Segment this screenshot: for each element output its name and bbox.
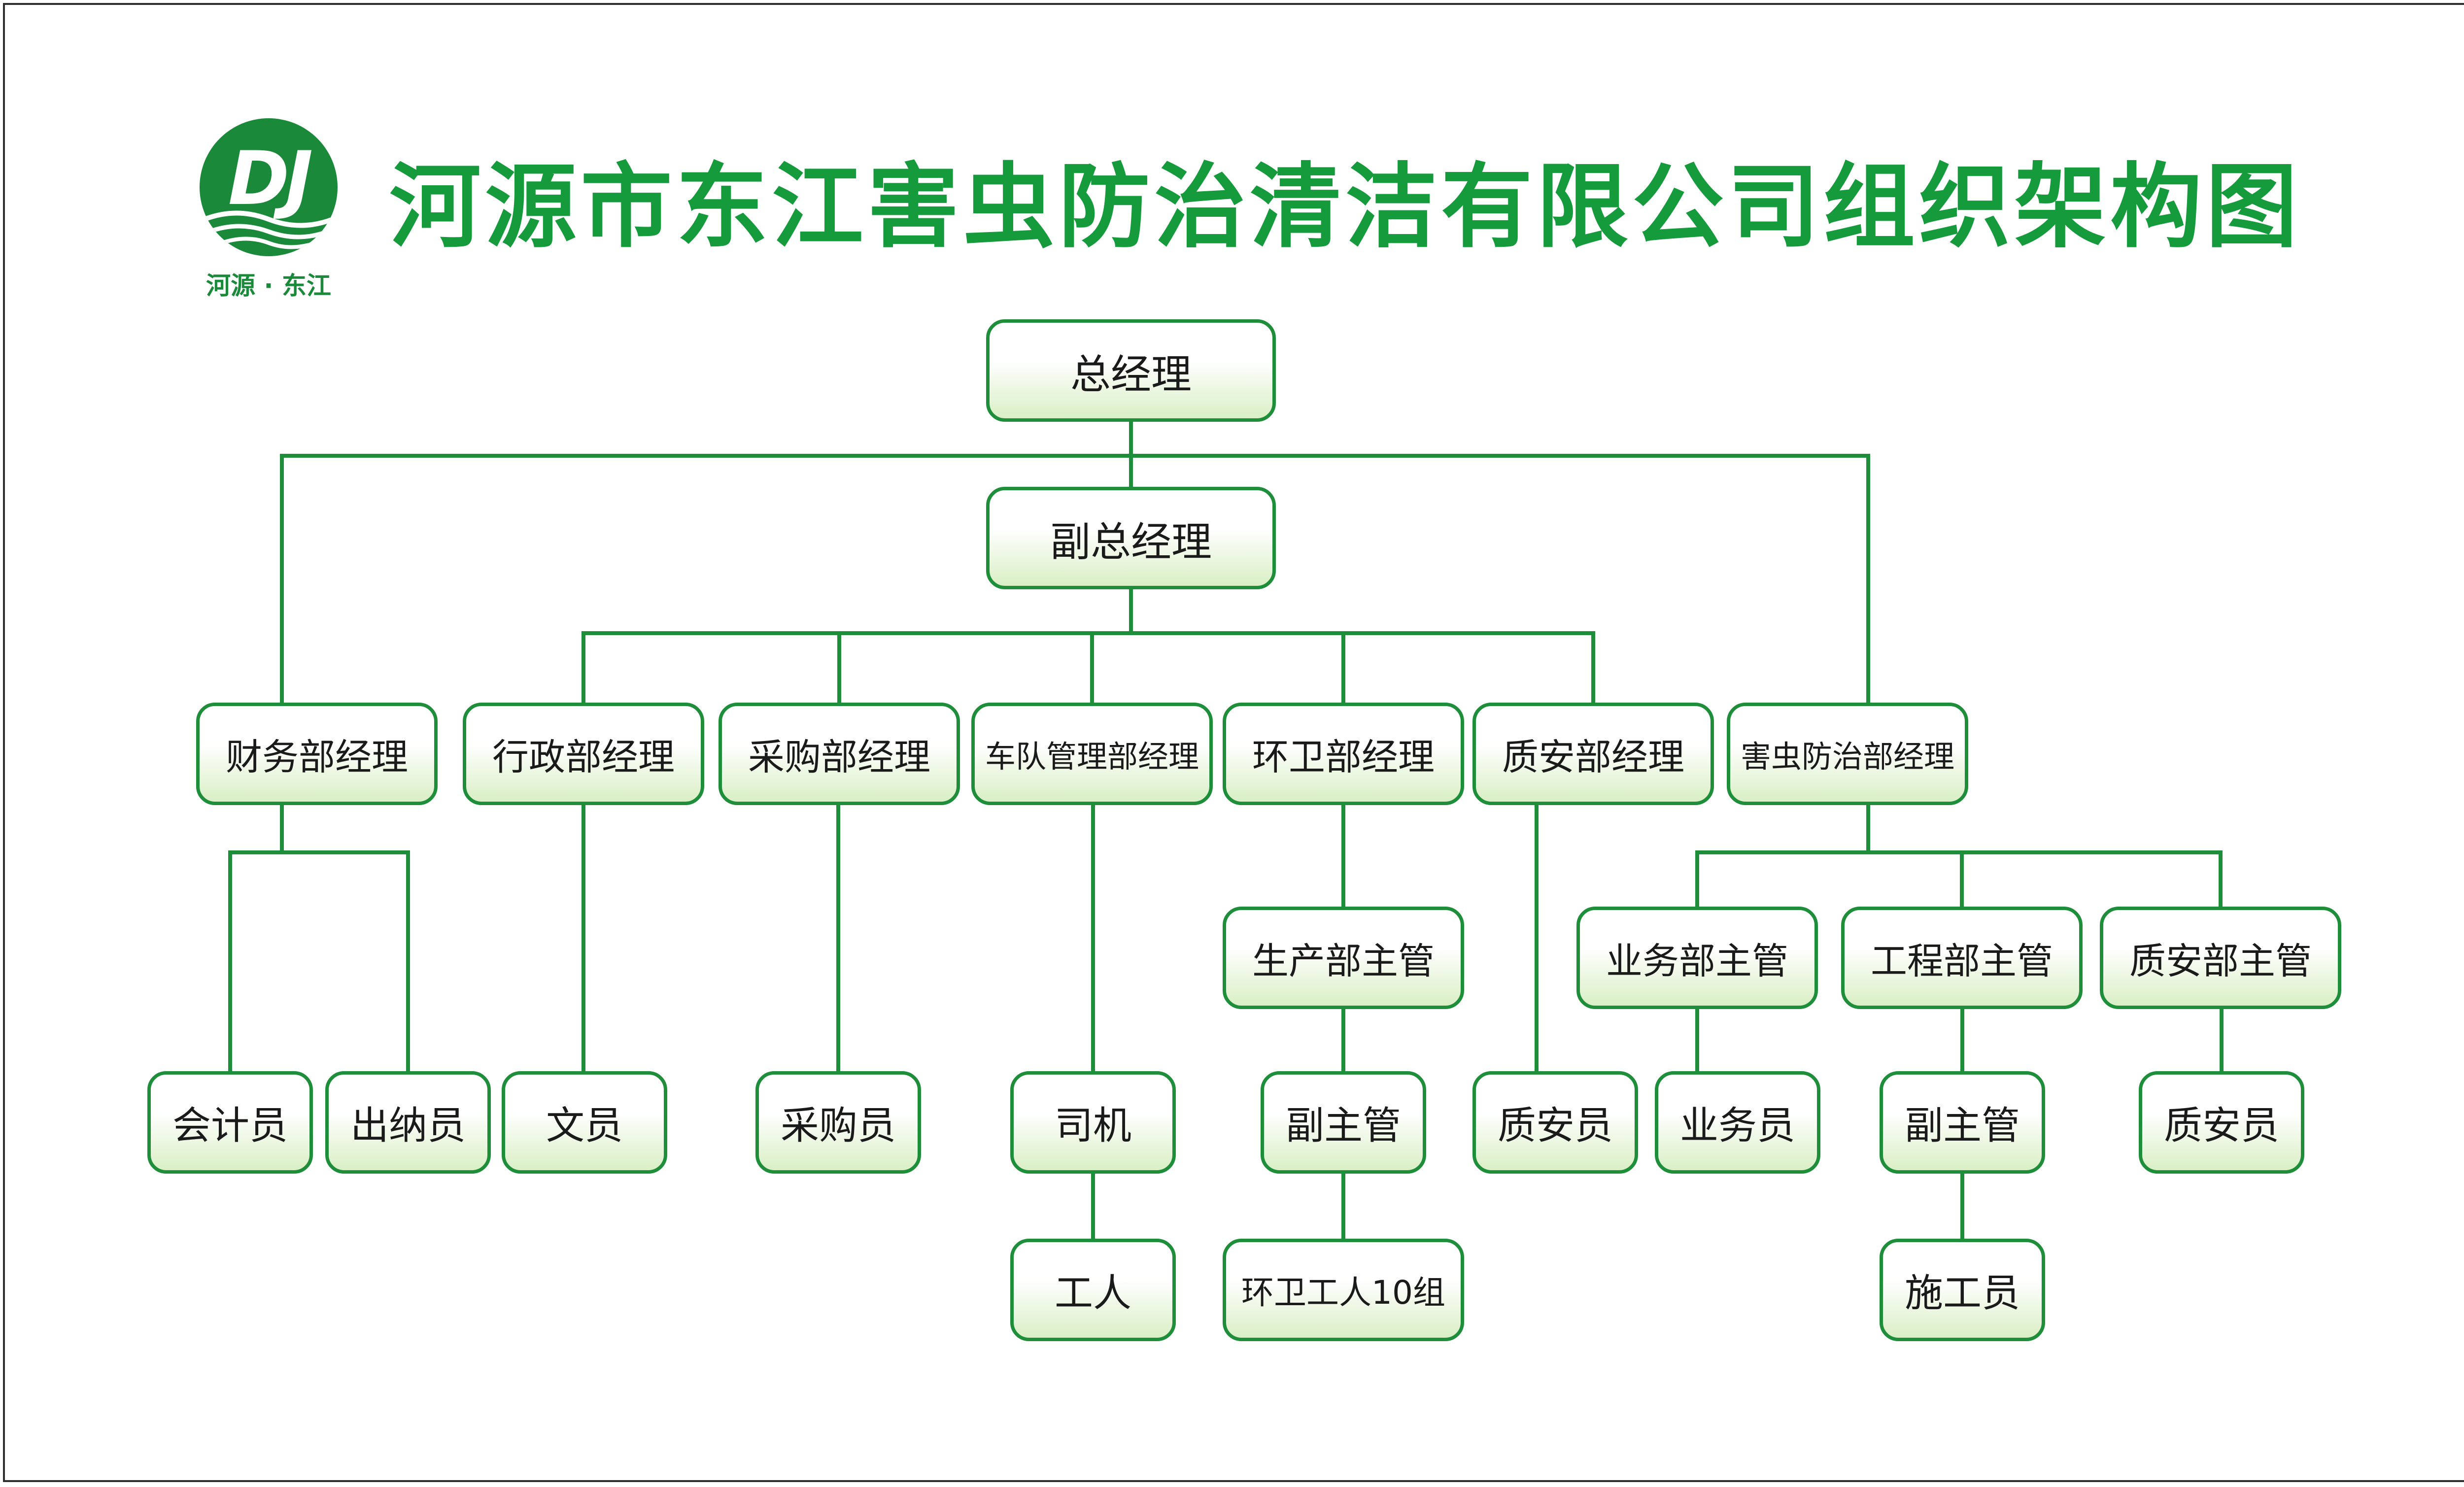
border-frame	[3, 3, 2464, 1482]
node-buyer: 采购员	[755, 1071, 921, 1174]
node-pest-qa-officer: 质安员	[2139, 1071, 2304, 1174]
node-admin-manager: 行政部经理	[463, 703, 704, 805]
node-construction-officer: 施工员	[1880, 1239, 2045, 1341]
node-sanitation-manager: 环卫部经理	[1223, 703, 1464, 805]
node-qa-manager: 质安部经理	[1472, 703, 1714, 805]
node-clerk: 文员	[502, 1071, 667, 1174]
node-pest-control-manager: 害虫防治部经理	[1727, 703, 1968, 805]
page-title: 河源市东江害虫防治清洁有限公司组织架构图	[389, 153, 2302, 260]
node-business-supervisor: 业务部主管	[1576, 907, 1818, 1009]
node-deputy-general-manager: 副总经理	[986, 487, 1276, 589]
node-engineering-supervisor: 工程部主管	[1841, 907, 2083, 1009]
node-sanitation-deputy-supervisor: 副主管	[1261, 1071, 1426, 1174]
node-qa-officer: 质安员	[1472, 1071, 1638, 1174]
node-worker: 工人	[1010, 1239, 1176, 1341]
node-general-manager: 总经理	[986, 319, 1276, 422]
node-purchasing-manager: 采购部经理	[719, 703, 960, 805]
logo-mark: DJ	[228, 136, 313, 222]
node-finance-manager: 财务部经理	[196, 703, 438, 805]
node-accountant: 会计员	[147, 1071, 313, 1174]
node-sanitation-workers: 环卫工人10组	[1223, 1239, 1464, 1341]
logo-waves-icon	[204, 210, 334, 249]
company-logo: DJ 河源 · 东江	[190, 118, 347, 300]
logo-emblem: DJ	[200, 118, 338, 256]
node-production-supervisor: 生产部主管	[1223, 907, 1464, 1009]
node-qa-supervisor: 质安部主管	[2100, 907, 2341, 1009]
logo-caption: 河源 · 东江	[206, 271, 331, 300]
node-cashier: 出纳员	[325, 1071, 491, 1174]
node-business-officer: 业务员	[1655, 1071, 1820, 1174]
node-fleet-manager: 车队管理部经理	[971, 703, 1213, 805]
node-engineering-deputy-supervisor: 副主管	[1880, 1071, 2045, 1174]
node-driver: 司机	[1010, 1071, 1176, 1174]
